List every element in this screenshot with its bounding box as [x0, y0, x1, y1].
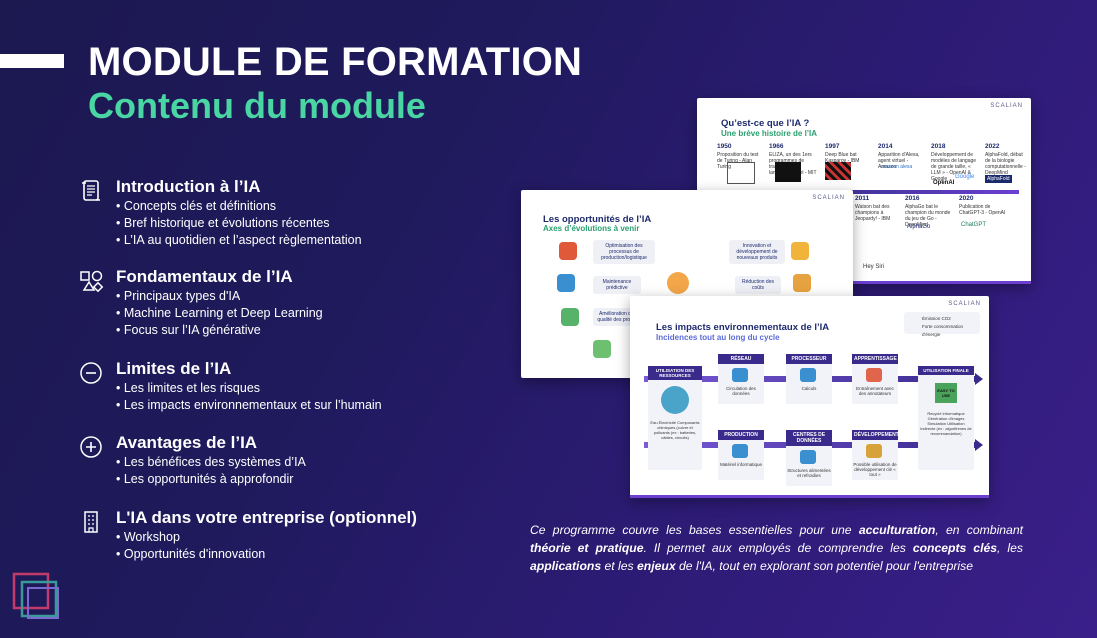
stage-final-use: UTILISATION FINALE EASY TO USE Recyclé i…: [918, 366, 974, 470]
slide-bottom-bar: [697, 281, 1031, 284]
section-item: Concepts clés et définitions: [116, 198, 498, 215]
easy-to-use-badge: EASY TO USE: [935, 383, 957, 403]
openai-logo: OpenAI: [933, 180, 955, 186]
section-entreprise: L'IA dans votre entreprise (optionnel) W…: [78, 507, 498, 563]
section-item: Les bénéfices des systèmes d’IA: [116, 454, 498, 471]
alphago-logo: AlphaGo: [907, 224, 931, 230]
section-item: Workshop: [116, 529, 498, 546]
chess-image: [825, 162, 851, 180]
section-introduction: Introduction à l’IA Concepts clés et déf…: [78, 176, 498, 249]
page-subtitle: Contenu du module: [88, 85, 426, 126]
scalian-logo: SCALIAN: [990, 103, 1023, 109]
alphafold-logo: AlphaFold: [985, 175, 1012, 183]
opportunity-box: Innovation et développement de nouveaux …: [729, 240, 785, 264]
slide-subtitle: Une brève histoire de l’IA: [721, 129, 818, 138]
quality-chart-icon: [561, 308, 579, 326]
slide-title: Qu’est-ce que l’IA ?: [721, 118, 810, 129]
section-limites: Limites de l’IA Les limites et les risqu…: [78, 358, 498, 414]
factory-icon: [559, 242, 577, 260]
section-item: Les opportunités à approfondir: [116, 471, 498, 488]
lightbulb-icon: [791, 242, 809, 260]
siri-logo: Hey Siri: [863, 264, 885, 270]
section-avantages: Avantages de l’IA Les bénéfices des syst…: [78, 432, 498, 488]
legend-item: Émission CO2: [922, 316, 951, 321]
slide-subtitle: Axes d’évolutions à venir: [543, 224, 640, 233]
shapes-icon: [80, 270, 104, 293]
recycle-icon: [593, 340, 611, 358]
slide-bottom-bar: [630, 495, 989, 498]
section-title: Limites de l’IA: [116, 359, 232, 378]
gear-center-icon: [667, 272, 689, 294]
section-fondamentaux: Fondamentaux de l’IA Principaux types d'…: [78, 266, 498, 339]
section-item: Machine Learning et Deep Learning: [116, 305, 498, 322]
section-item: Les impacts environnementaux et sur l’hu…: [116, 397, 498, 414]
timeline-bar: [709, 190, 1019, 194]
opportunity-box: Maintenance prédictive: [593, 276, 641, 294]
section-item: Bref historique et évolutions récentes: [116, 215, 498, 232]
scalian-logo: SCALIAN: [948, 301, 981, 307]
page-title: MODULE DE FORMATION: [88, 40, 583, 84]
section-item: Focus sur l’IA générative: [116, 322, 498, 339]
gears-icon: [557, 274, 575, 292]
scroll-icon: [82, 180, 100, 201]
scalian-logo: SCALIAN: [812, 195, 845, 201]
google-logo: Google: [955, 174, 975, 180]
earth-resources-icon: [661, 386, 689, 414]
section-title: Introduction à l’IA: [116, 177, 261, 196]
decorative-bar: [0, 54, 64, 68]
legend-item: Forte consommation d'énergie: [922, 324, 964, 337]
building-icon: [84, 511, 98, 533]
section-title: L'IA dans votre entreprise (optionnel): [116, 508, 417, 527]
section-title: Fondamentaux de l’IA: [116, 267, 293, 286]
impacts-legend: Émission CO2 Forte consommation d'énergi…: [904, 312, 980, 337]
chatgpt-logo: ChatGPT: [961, 222, 987, 228]
section-title: Avantages de l’IA: [116, 433, 258, 452]
stage-resources: UTILISATION DES RESSOURCES Eau Électrici…: [648, 366, 702, 470]
alexa-logo: amazon alexa: [881, 164, 913, 170]
slide-subtitle: Incidences tout au long du cycle: [656, 333, 780, 342]
section-item: L’IA au quotidien et l’aspect règlementa…: [116, 232, 498, 249]
opportunity-box: Réduction des coûts: [735, 276, 781, 294]
minus-circle-icon: [80, 362, 102, 384]
eliza-screen-image: [775, 162, 801, 182]
turing-illustration: [727, 162, 755, 184]
slide-impacts-thumbnail: SCALIAN Les impacts environnementaux de …: [630, 296, 989, 498]
company-logo-icon: [12, 572, 59, 619]
money-bag-icon: [793, 274, 811, 292]
section-item: Les limites et les risques: [116, 380, 498, 397]
slide-title: Les opportunités de l’IA: [543, 214, 652, 225]
slide-title: Les impacts environnementaux de l’IA: [656, 322, 830, 333]
opportunity-box: Optimisation des processus de production…: [593, 240, 655, 264]
section-item: Principaux types d'IA: [116, 288, 498, 305]
plus-circle-icon: [80, 436, 102, 458]
program-description: Ce programme couvre les bases essentiell…: [530, 523, 1023, 573]
section-item: Opportunités d'innovation: [116, 546, 498, 563]
